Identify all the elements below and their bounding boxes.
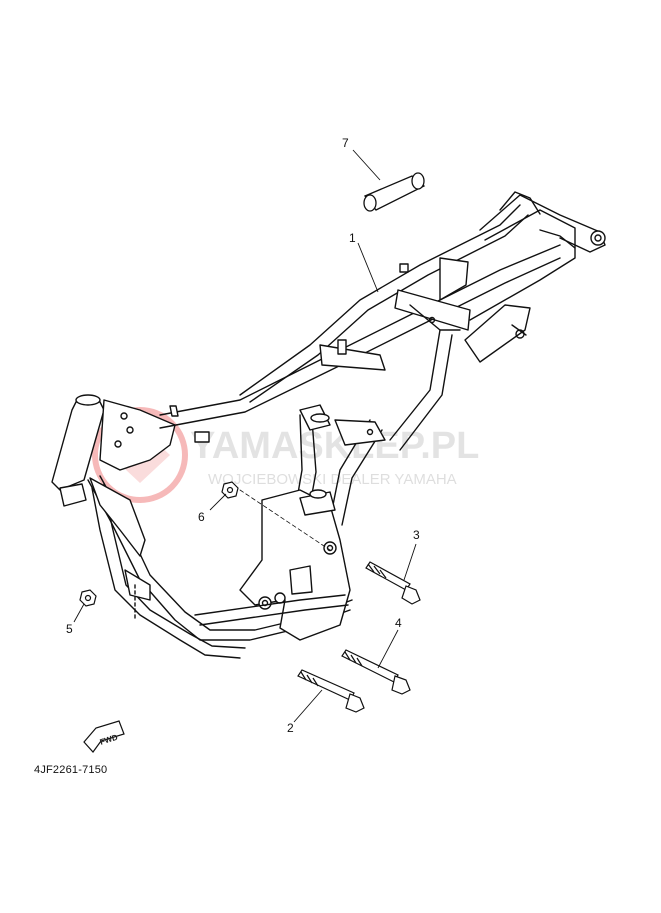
callout-5: 5: [66, 622, 73, 636]
part-4-bolt: [341, 649, 411, 695]
leader-line-4: [377, 629, 399, 669]
watermark-sub-text: WOJCIEBOWSKI DEALER YAMAHA: [208, 471, 457, 488]
main-frame: [51, 191, 606, 659]
part-2-bolt: [297, 669, 365, 713]
leader-line-2: [293, 689, 323, 723]
leader-line-6: [209, 493, 227, 511]
leader-line-3: [403, 543, 417, 581]
callouts: 7 1 6 5 3 4 2: [66, 136, 420, 735]
leader-lines: [73, 149, 417, 723]
callout-4: 4: [395, 616, 402, 630]
leader-line-7: [352, 149, 381, 181]
leader-line-1: [357, 242, 379, 293]
part-7-cover: [363, 172, 426, 212]
callout-6: 6: [198, 510, 205, 524]
part-3-bolt: [365, 561, 421, 605]
callout-2: 2: [287, 721, 294, 735]
part-code: 4JF2261-7150: [34, 764, 108, 776]
part-5-nut: [79, 589, 97, 607]
callout-3: 3: [413, 528, 420, 542]
callout-7: 7: [342, 136, 349, 150]
leader-line-5: [73, 603, 85, 623]
callout-1: 1: [349, 231, 356, 245]
watermark-main-text: YAMASKLEP.PL: [190, 425, 479, 467]
fwd-arrow-icon: FWD: [83, 720, 125, 753]
